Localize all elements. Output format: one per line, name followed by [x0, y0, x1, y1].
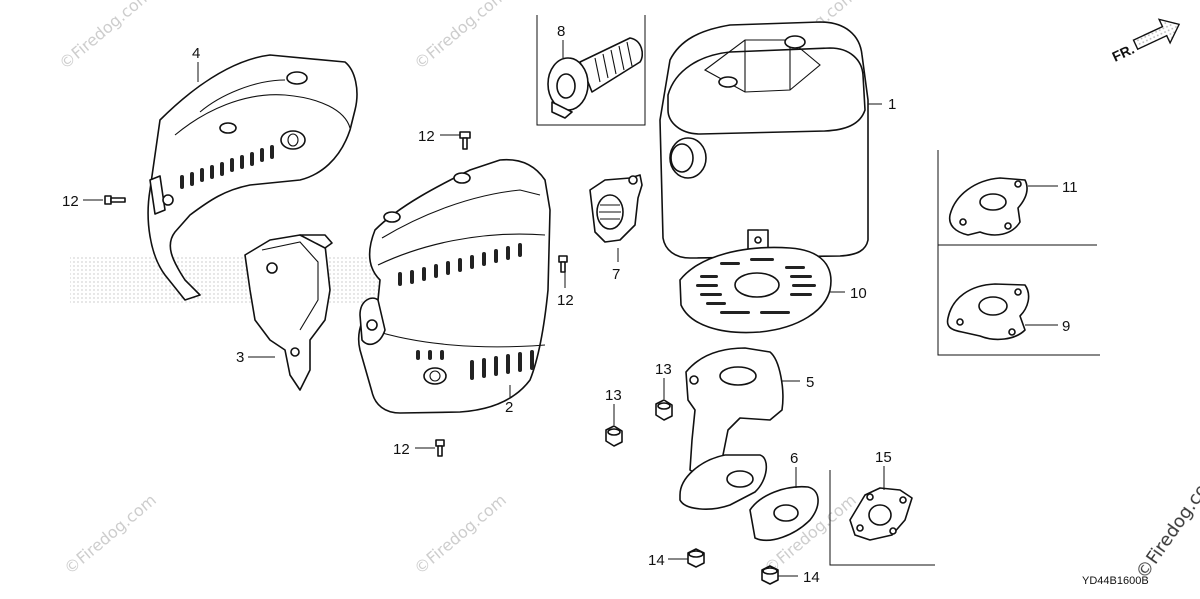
- callout-10: 10: [850, 285, 867, 302]
- bolt-12-c: [558, 255, 568, 273]
- bolt-12-d: [435, 439, 445, 457]
- part-4-shroud: [147, 54, 358, 301]
- front-arrow-icon: [1132, 18, 1181, 51]
- part-3-bracket: [244, 234, 333, 391]
- part-15-gasket: [849, 487, 913, 541]
- bolt-12-group: [104, 131, 568, 457]
- watermark-text: ©Firedog.com: [410, 0, 509, 73]
- part-8-tailpipe: [547, 37, 644, 119]
- leader-lines: [83, 40, 1058, 577]
- callout-12-b: 12: [418, 128, 435, 145]
- callout-4: 4: [192, 45, 200, 62]
- part-2-protector: [358, 158, 551, 414]
- callout-1: 1: [888, 96, 896, 113]
- part-5-exhaust-pipe: [679, 347, 784, 510]
- watermark-text: ©Firedog.com: [60, 490, 159, 578]
- callout-7: 7: [612, 266, 620, 283]
- nut-14-b: [761, 565, 779, 585]
- callout-12-a: 12: [62, 193, 79, 210]
- callout-13-b: 13: [655, 361, 672, 378]
- callout-12-d: 12: [393, 441, 410, 458]
- part-6-gasket: [749, 485, 819, 542]
- part-11-gasket: [948, 177, 1028, 236]
- fr-label: FR.: [1110, 41, 1137, 65]
- nut-14-a: [687, 548, 705, 568]
- inset-frames: [536, 15, 1100, 566]
- callout-14-a: 14: [648, 552, 665, 569]
- callout-labels: 1 2 3 4 5 6 7 8 9 10 11 12 12 12 12 13 1…: [62, 23, 1078, 586]
- part-1-muffler: [659, 21, 869, 259]
- diagram-code: YD44B1600B: [1082, 575, 1149, 587]
- callout-8: 8: [557, 23, 565, 40]
- front-direction-indicator: FR.: [1110, 18, 1181, 65]
- callout-11: 11: [1062, 179, 1078, 196]
- part-9-gasket: [946, 283, 1030, 341]
- bolt-12-a: [104, 195, 126, 205]
- callout-15: 15: [875, 449, 892, 466]
- watermark-text: ©Firedog.com: [55, 0, 154, 73]
- part-7-spark-arrester: [589, 174, 643, 243]
- callout-12-c: 12: [557, 292, 574, 309]
- bolt-12-b: [459, 131, 471, 150]
- nut-13-b: [655, 399, 673, 421]
- callout-6: 6: [790, 450, 798, 467]
- callout-3: 3: [236, 349, 244, 366]
- watermark-text: ©Firedog.com: [410, 490, 509, 578]
- callout-2: 2: [505, 399, 513, 416]
- watermark-text: ©Firedog.com: [1132, 466, 1200, 583]
- part-10-screen-plate: [679, 246, 832, 334]
- callout-14-b: 14: [803, 569, 820, 586]
- callout-5: 5: [806, 374, 814, 391]
- callout-9: 9: [1062, 318, 1070, 335]
- nut-13-a: [605, 425, 623, 447]
- nut-group: [605, 399, 779, 585]
- callout-13-a: 13: [605, 387, 622, 404]
